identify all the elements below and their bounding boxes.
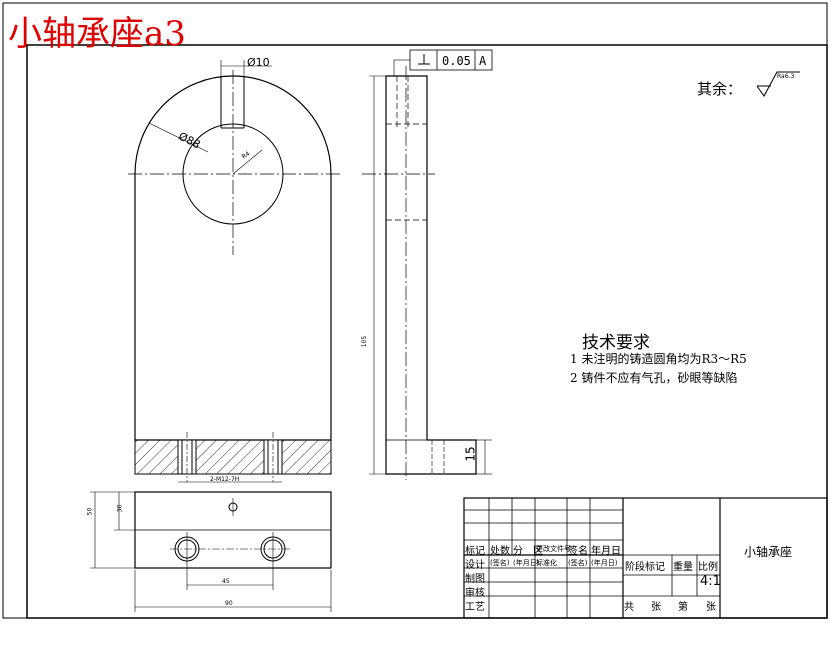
dim-holes: 2-M12-7H <box>210 476 240 483</box>
tb-stage-label: 阶段标记 <box>625 562 665 573</box>
dim-base-height: 15 <box>463 446 478 462</box>
drawing-title: 小轴承座a3 <box>8 14 186 54</box>
tb-h-count: 处数 <box>490 546 510 557</box>
inner-frame <box>26 44 828 619</box>
dim-bore-dia: Ø10 <box>247 56 270 69</box>
tb-design-sign: (签名) <box>490 559 510 567</box>
dim-height-total: 105 <box>361 335 369 348</box>
top-view <box>90 491 332 612</box>
tb-std-sign: (签名) <box>568 559 588 567</box>
side-view <box>362 49 493 480</box>
part-name: 小轴承座 <box>744 545 793 559</box>
tb-std-date: (年月日) <box>591 559 618 567</box>
tb-h-date: 年月日 <box>591 546 621 557</box>
roughness-symbol <box>756 71 800 97</box>
tb-weight-label: 重量 <box>673 562 693 573</box>
tb-review: 审核 <box>465 588 485 599</box>
tolerance-symbol: ⊥ <box>417 52 418 53</box>
tolerance-value: 0.05 <box>442 54 471 68</box>
tolerance-datum: A <box>479 54 487 68</box>
dim-top-h2: 30 <box>116 504 124 513</box>
tech-requirement-1: 1 未注明的铸造圆角均为R3～R5 <box>570 352 747 366</box>
dim-overall-width: 90 <box>225 600 233 607</box>
tb-sheet-no: 第 <box>678 602 688 613</box>
surface-roughness-value: Ra6.3 <box>777 73 795 80</box>
title-block <box>463 497 828 619</box>
tb-h-docno: 更改文件号 <box>536 545 571 553</box>
tb-h-zone: 分 区 <box>513 546 543 557</box>
tb-drafting: 制图 <box>465 574 485 585</box>
tb-std: 标准化 <box>536 559 557 567</box>
tb-design: 设计 <box>465 560 485 571</box>
surface-finish-label: 其余： <box>697 80 743 98</box>
dim-top-h1: 50 <box>86 507 94 516</box>
tb-sheets-unit-1: 张 <box>651 602 661 613</box>
tech-requirement-2: 2 铸件不应有气孔，砂眼等缺陷 <box>570 371 738 385</box>
front-view <box>128 60 340 483</box>
tb-process: 工艺 <box>465 602 485 613</box>
scale-value: 4:1 <box>700 574 721 589</box>
tech-requirements-heading: 技术要求 <box>582 333 650 353</box>
tb-sheets-unit-2: 张 <box>706 602 716 613</box>
tb-scale-label: 比例 <box>698 562 718 573</box>
tb-sheets-total: 共 <box>624 602 634 613</box>
tb-h-mark: 标记 <box>465 546 485 557</box>
tb-design-date: (年月日) <box>513 559 540 567</box>
dim-hole-spacing: 45 <box>222 578 230 585</box>
tb-h-sign: 签名 <box>568 546 588 557</box>
